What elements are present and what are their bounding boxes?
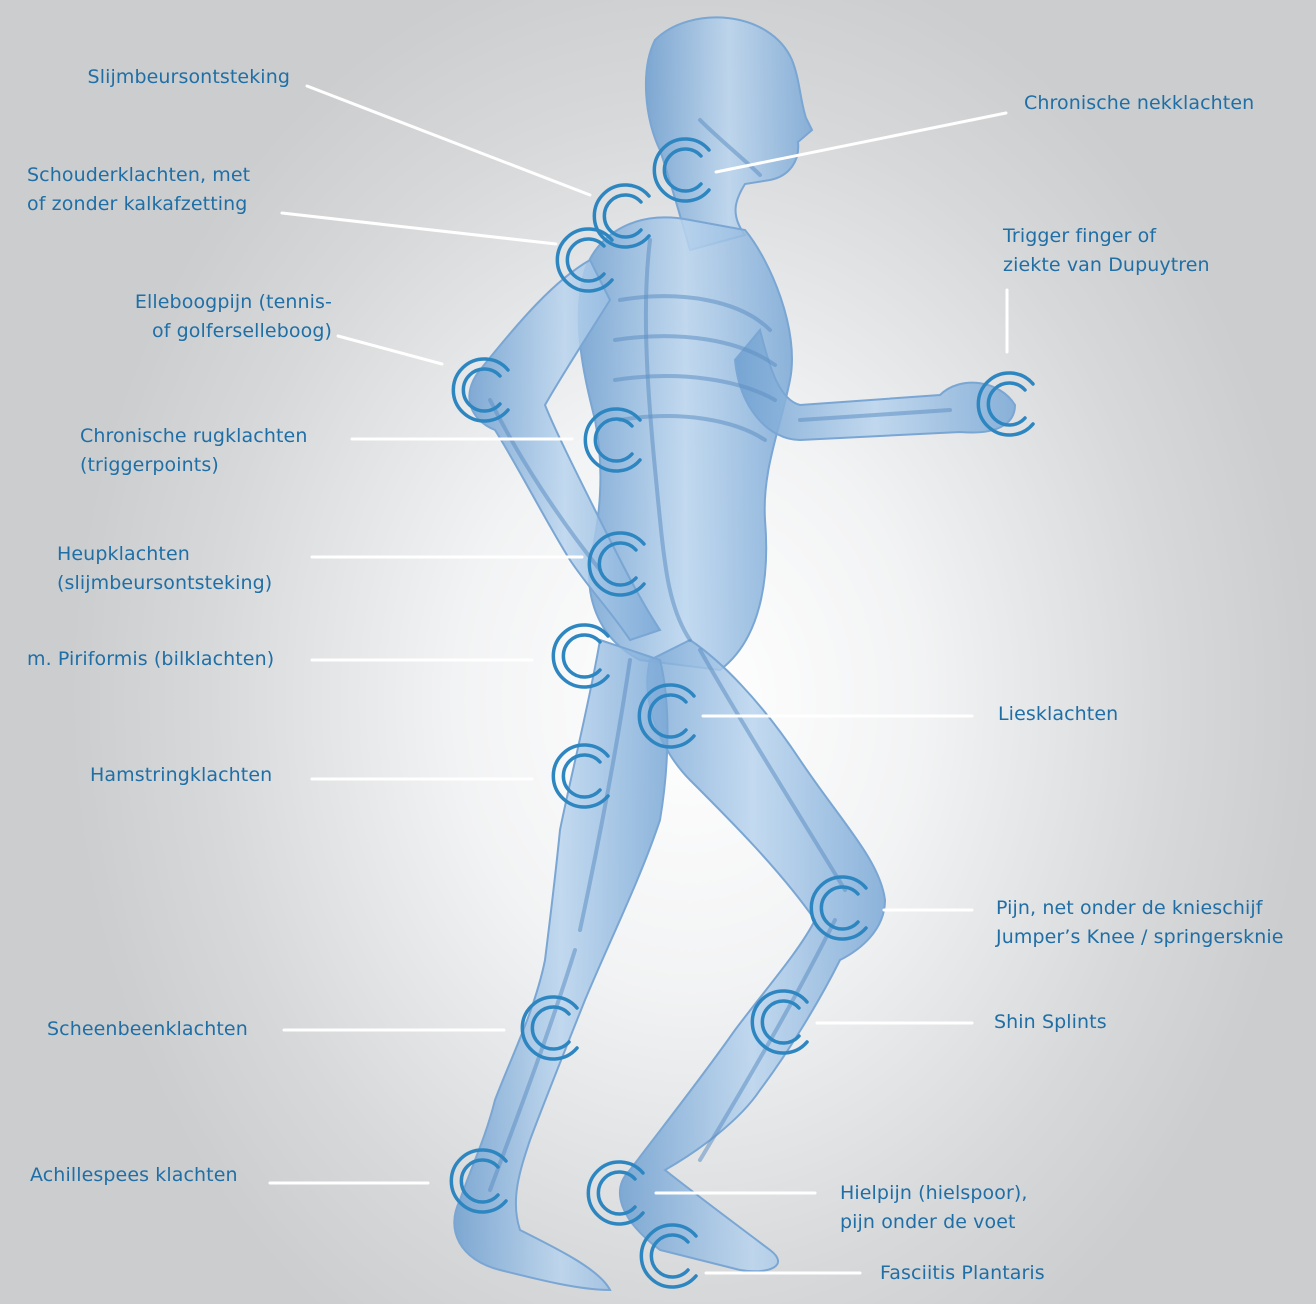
label-chronische-nekklachten: Chronische nekklachten xyxy=(1024,89,1254,118)
label-shin-splints: Shin Splints xyxy=(994,1008,1107,1037)
label-fasciitis-plantaris: Fasciitis Plantaris xyxy=(880,1259,1045,1288)
label-slijmbeursontsteking: Slijmbeursontsteking xyxy=(40,63,290,92)
label-liesklachten: Liesklachten xyxy=(998,700,1118,729)
leader-line-elleboog xyxy=(338,336,442,364)
label-heupklachten: Heupklachten (slijmbeursontsteking) xyxy=(57,540,272,598)
label-schouderklachten: Schouderklachten, met of zonder kalkafze… xyxy=(27,161,250,219)
label-hielpijn: Hielpijn (hielspoor), pijn onder de voet xyxy=(840,1179,1028,1237)
label-hamstringklachten: Hamstringklachten xyxy=(90,761,272,790)
leader-line-schouder xyxy=(282,213,556,244)
label-achillespees: Achillespees klachten xyxy=(30,1161,238,1190)
leader-line-slijmbeurs xyxy=(307,86,590,195)
label-chronische-rugklachten: Chronische rugklachten (triggerpoints) xyxy=(80,422,307,480)
label-scheenbeenklachten: Scheenbeenklachten xyxy=(47,1015,248,1044)
label-piriformis: m. Piriformis (bilklachten) xyxy=(27,645,274,674)
label-knieschijf: Pijn, net onder de knieschijf Jumper’s K… xyxy=(996,894,1284,952)
label-trigger-finger: Trigger finger of ziekte van Dupuytren xyxy=(1003,222,1210,280)
label-elleboogpijn: Elleboogpijn (tennis- of golferselleboog… xyxy=(60,288,332,346)
